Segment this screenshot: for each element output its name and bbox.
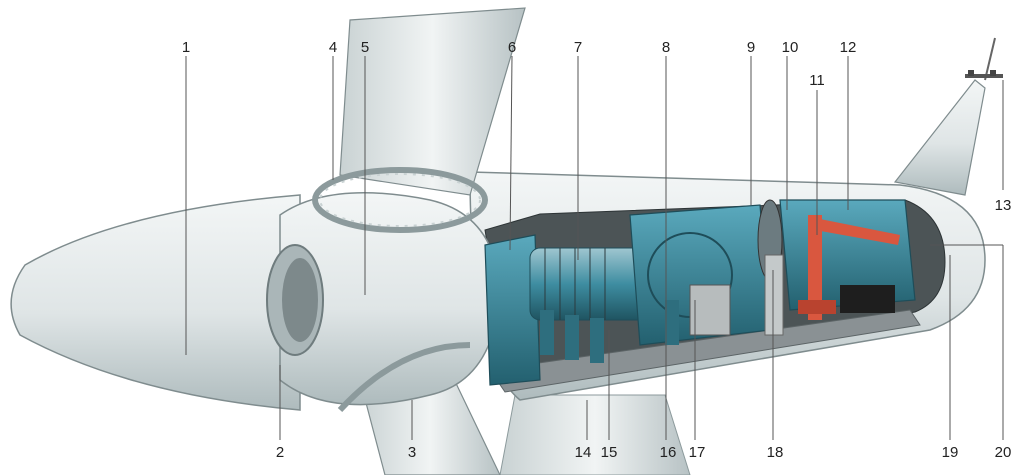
leader-lines xyxy=(185,55,1004,440)
main-bearing xyxy=(484,234,541,386)
callout-19: 19 xyxy=(942,444,959,461)
blade-bearing-top xyxy=(312,167,488,233)
wind-vane-housing xyxy=(893,37,1003,196)
service-crane xyxy=(798,215,900,320)
callout-12: 12 xyxy=(840,39,857,56)
control-box xyxy=(840,285,895,313)
callout-11: 11 xyxy=(809,72,825,89)
callout-15: 15 xyxy=(601,444,618,461)
callout-5: 5 xyxy=(361,39,369,56)
callout-3: 3 xyxy=(408,444,416,461)
callout-20: 20 xyxy=(995,444,1012,461)
spinner-nose-cone xyxy=(10,194,301,411)
callout-1: 1 xyxy=(182,39,190,56)
callout-17: 17 xyxy=(689,444,706,461)
callout-14: 14 xyxy=(575,444,592,461)
hydraulic-unit xyxy=(689,284,731,336)
rotor-hub xyxy=(266,192,501,406)
callout-2: 2 xyxy=(276,444,284,461)
main-shaft xyxy=(529,247,651,321)
callout-9: 9 xyxy=(747,39,755,56)
callout-13: 13 xyxy=(995,197,1012,214)
callout-10: 10 xyxy=(782,39,799,56)
callout-6: 6 xyxy=(508,39,516,56)
tower xyxy=(499,394,691,475)
callout-18: 18 xyxy=(767,444,784,461)
callout-labels: 1 2 3 4 5 6 7 8 9 10 11 12 13 14 15 16 1… xyxy=(182,39,1012,461)
callout-8: 8 xyxy=(662,39,670,56)
callout-4: 4 xyxy=(329,39,337,56)
rotor-blade-top xyxy=(339,7,526,196)
blade-bearing-bottom xyxy=(337,342,471,413)
yaw-drives xyxy=(540,300,679,363)
callout-16: 16 xyxy=(660,444,677,461)
callout-7: 7 xyxy=(574,39,582,56)
tower-access-pipe xyxy=(764,254,784,336)
